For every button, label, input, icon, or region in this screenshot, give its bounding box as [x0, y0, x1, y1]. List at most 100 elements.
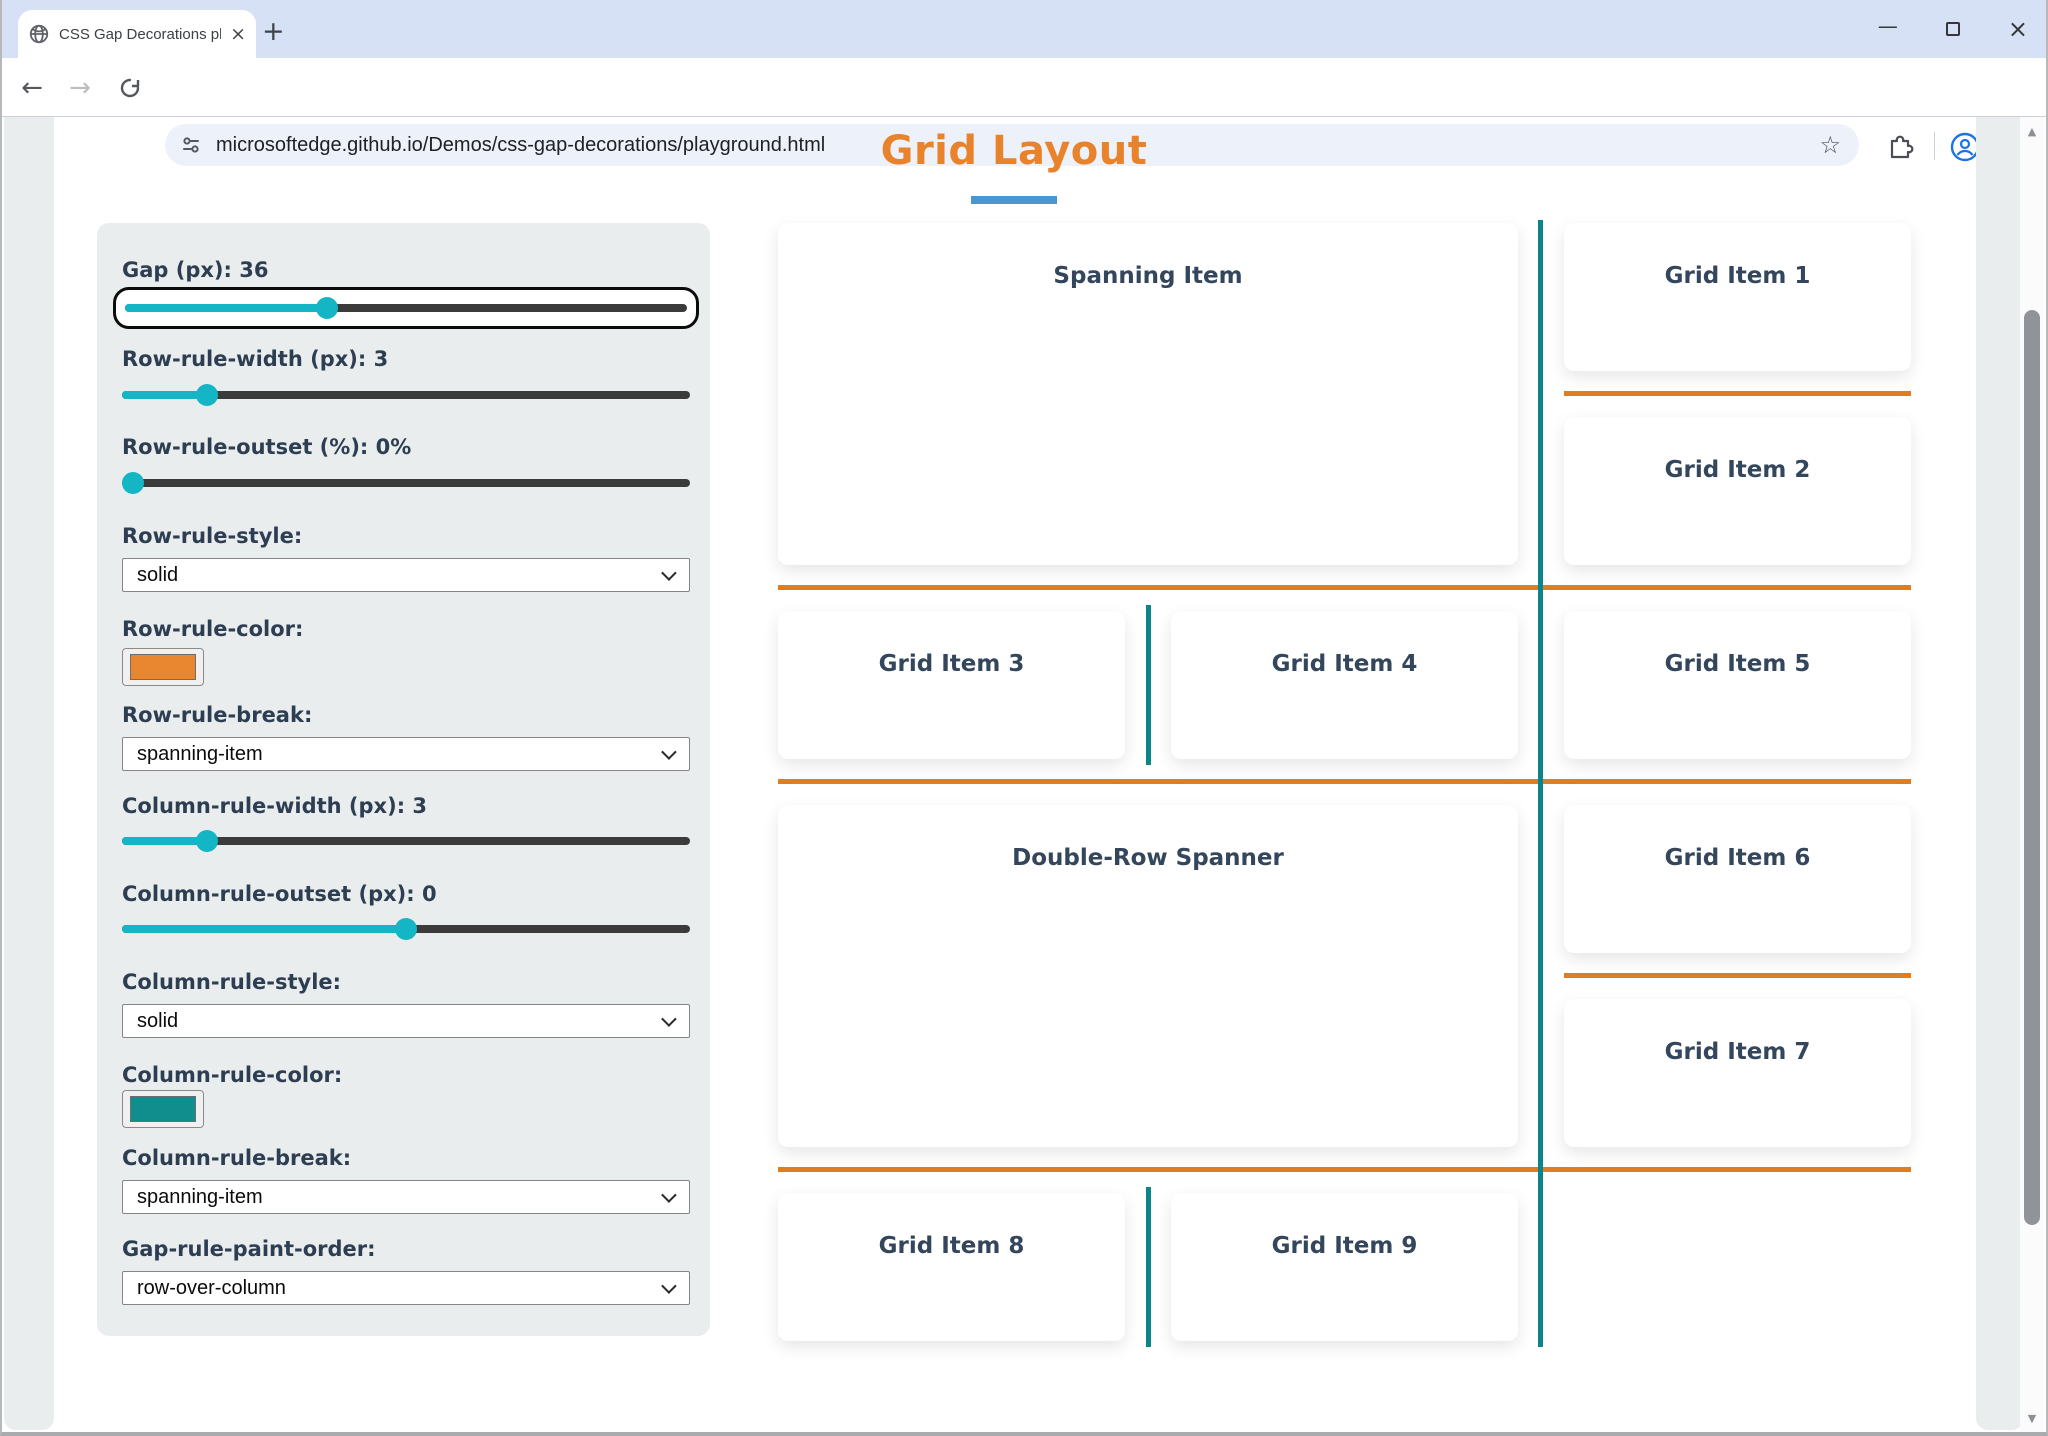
column-rule-short-a: [1146, 605, 1151, 765]
row-rule-break-select[interactable]: spanning-item: [122, 737, 690, 771]
row-rule-width-label: Row-rule-width (px): 3: [122, 347, 389, 371]
back-button[interactable]: ←: [21, 72, 43, 103]
extensions-icon[interactable]: [1886, 133, 1914, 161]
row-rule-color-swatch: [130, 654, 196, 680]
gap-slider[interactable]: [113, 287, 699, 329]
row-rule-outset-label: Row-rule-outset (%): 0%: [122, 435, 412, 459]
minimize-button[interactable]: —: [1877, 14, 1898, 38]
reload-button[interactable]: [110, 58, 150, 117]
slider-thumb[interactable]: [316, 297, 339, 319]
slider-track[interactable]: [122, 479, 690, 487]
slider-fill: [122, 391, 208, 399]
column-rule-style-select[interactable]: solid: [122, 1004, 690, 1038]
slider-thumb[interactable]: [196, 384, 219, 406]
bookmark-star-icon[interactable]: ☆: [1819, 131, 1841, 159]
grid-item-label: Grid Item 7: [1664, 1039, 1811, 1065]
row-rule-style-select[interactable]: solid: [122, 558, 690, 592]
left-edge-panel: [4, 117, 54, 1430]
grid-item-4: Grid Item 4: [1171, 611, 1518, 759]
chevron-down-icon: [661, 1187, 677, 1203]
grid-item-1: Grid Item 1: [1564, 223, 1911, 371]
chevron-down-icon: [661, 744, 677, 760]
select-value: solid: [137, 563, 179, 586]
row-rule-style-label: Row-rule-style:: [122, 524, 303, 548]
tab-close-icon[interactable]: ×: [230, 22, 246, 45]
column-rule-outset-label: Column-rule-outset (px): 0: [122, 882, 437, 906]
row-rule-full-b: [778, 779, 1911, 784]
grid-item-6: Grid Item 6: [1564, 805, 1911, 953]
row-rule-full-c: [778, 1167, 1911, 1172]
grid-item-label: Double-Row Spanner: [1012, 845, 1284, 871]
grid-item-3: Grid Item 3: [778, 611, 1125, 759]
row-rule-break-label: Row-rule-break:: [122, 703, 313, 727]
window-controls: — ×: [1878, 0, 2028, 58]
column-rule-long: [1538, 220, 1543, 1347]
close-button[interactable]: ×: [2007, 15, 2028, 43]
column-rule-break-label: Column-rule-break:: [122, 1146, 352, 1170]
select-value: spanning-item: [137, 1185, 263, 1208]
scroll-down-icon[interactable]: ▼: [2027, 1411, 2037, 1425]
page-scrollbar[interactable]: ▲ ▼: [2020, 117, 2044, 1432]
chevron-down-icon: [661, 1278, 677, 1294]
slider-track[interactable]: [122, 391, 690, 399]
grid-item-label: Grid Item 1: [1664, 263, 1811, 289]
column-rule-color-label: Column-rule-color:: [122, 1063, 343, 1087]
slider-track[interactable]: [125, 304, 687, 312]
url-text[interactable]: microsoftedge.github.io/Demos/css-gap-de…: [216, 133, 826, 156]
slider-thumb[interactable]: [196, 830, 219, 852]
site-settings-icon[interactable]: [180, 134, 202, 156]
grid-item-label: Grid Item 5: [1664, 651, 1811, 677]
slider-fill: [122, 837, 208, 845]
grid-item-8: Grid Item 8: [778, 1193, 1125, 1341]
slider-track[interactable]: [122, 837, 690, 845]
select-value: spanning-item: [137, 742, 263, 765]
grid-item-9: Grid Item 9: [1171, 1193, 1518, 1341]
row-rule-width-slider[interactable]: [122, 380, 690, 410]
grid-item-5: Grid Item 5: [1564, 611, 1911, 759]
title-underline: [971, 196, 1057, 204]
row-rule-full-a: [778, 585, 1911, 590]
new-tab-button[interactable]: +: [262, 16, 285, 47]
gap-rule-paint-order-select[interactable]: row-over-column: [122, 1271, 690, 1305]
column-rule-width-slider[interactable]: [122, 826, 690, 856]
grid-item-spanning: Spanning Item: [778, 223, 1518, 565]
controls-panel: Gap (px): 36 Row-rule-width (px): 3 Row-…: [97, 223, 710, 1336]
browser-toolbar: ← → microsoftedge.github.io/Demos/css-ga…: [2, 58, 2046, 166]
chevron-down-icon: [661, 1011, 677, 1027]
slider-fill: [122, 925, 406, 933]
gap-rule-paint-order-label: Gap-rule-paint-order:: [122, 1237, 376, 1261]
toolbar-divider: [1934, 132, 1935, 160]
column-rule-break-select[interactable]: spanning-item: [122, 1180, 690, 1214]
column-rule-short-b: [1146, 1187, 1151, 1347]
address-bar[interactable]: microsoftedge.github.io/Demos/css-gap-de…: [165, 124, 1859, 166]
grid-item-label: Grid Item 2: [1664, 457, 1811, 483]
right-edge-panel: [1976, 117, 2024, 1430]
slider-thumb[interactable]: [395, 918, 417, 940]
scroll-up-icon[interactable]: ▲: [2027, 124, 2037, 138]
row-rule-col3-b: [1564, 973, 1911, 978]
row-rule-color-picker[interactable]: [122, 648, 204, 686]
grid-item-2: Grid Item 2: [1564, 417, 1911, 565]
grid-item-7: Grid Item 7: [1564, 999, 1911, 1147]
grid-item-label: Spanning Item: [1053, 263, 1243, 289]
row-rule-col3-a: [1564, 391, 1911, 396]
row-rule-outset-slider[interactable]: [122, 468, 690, 498]
grid-item-label: Grid Item 4: [1271, 651, 1418, 677]
page-title: Grid Layout: [880, 128, 1148, 174]
scrollbar-thumb[interactable]: [2024, 310, 2040, 1225]
grid-item-label: Grid Item 3: [878, 651, 1025, 677]
column-rule-style-label: Column-rule-style:: [122, 970, 342, 994]
column-rule-color-swatch: [130, 1096, 196, 1122]
forward-button[interactable]: →: [69, 72, 91, 103]
row-rule-color-label: Row-rule-color:: [122, 617, 304, 641]
column-rule-color-picker[interactable]: [122, 1090, 204, 1128]
maximize-button[interactable]: [1945, 22, 1960, 36]
globe-favicon-icon: [29, 24, 49, 44]
column-rule-width-label: Column-rule-width (px): 3: [122, 794, 428, 818]
active-tab[interactable]: CSS Gap Decorations playgroun ×: [18, 10, 256, 58]
grid-item-label: Grid Item 6: [1664, 845, 1811, 871]
slider-thumb[interactable]: [122, 472, 145, 494]
chevron-down-icon: [661, 565, 677, 581]
column-rule-outset-slider[interactable]: [122, 914, 690, 944]
